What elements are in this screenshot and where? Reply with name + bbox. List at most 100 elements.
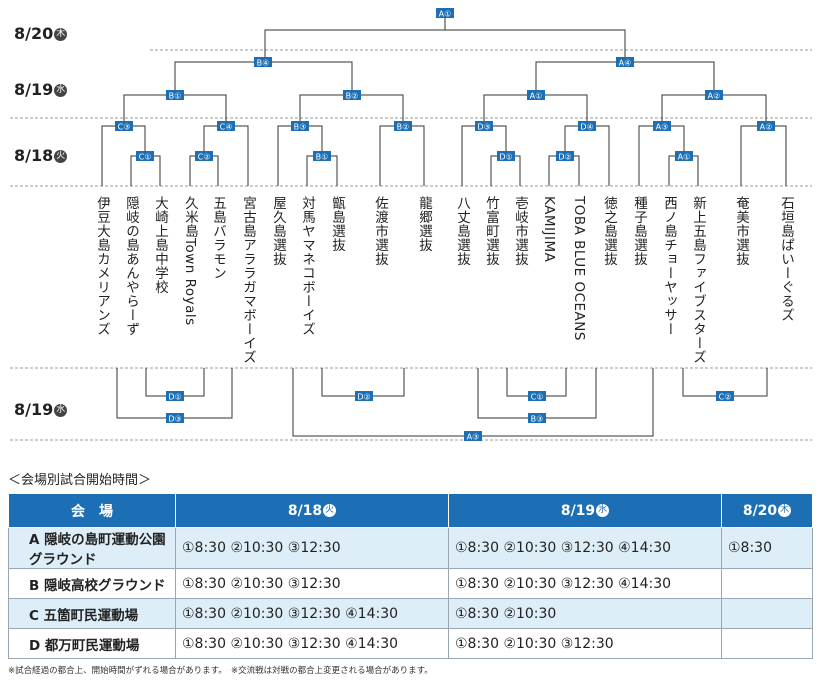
match-label: A① bbox=[436, 8, 454, 19]
match-label: B③ bbox=[528, 413, 546, 424]
svg-text:A②: A② bbox=[760, 123, 773, 132]
venue-cell: D 都万町民運動場 bbox=[8, 628, 176, 659]
match-label: A② bbox=[757, 121, 775, 132]
team-name: 龍郷選抜 bbox=[416, 196, 432, 252]
svg-text:A④: A④ bbox=[619, 59, 632, 68]
team-name: 伊豆大島カメリアンズ bbox=[94, 196, 110, 336]
match-label: A② bbox=[705, 90, 723, 101]
venue-header: 会 場 bbox=[8, 493, 176, 528]
team-name: 宮古島アララガマボーイズ bbox=[240, 196, 256, 364]
svg-text:D①: D① bbox=[499, 153, 512, 162]
svg-text:B②: B② bbox=[346, 92, 359, 101]
time-cell bbox=[721, 628, 813, 659]
match-label: B③ bbox=[291, 121, 309, 132]
match-label: B④ bbox=[254, 57, 272, 68]
team-name: 佐渡市選抜 bbox=[372, 196, 388, 266]
match-label: A④ bbox=[616, 57, 634, 68]
svg-text:C②: C② bbox=[719, 393, 732, 402]
venue-cell: C 五箇町民運動場 bbox=[8, 598, 176, 629]
bracket-line bbox=[740, 125, 787, 186]
match-label: D② bbox=[556, 151, 574, 162]
svg-text:C③: C③ bbox=[118, 123, 131, 132]
team-name: 屋久島選抜 bbox=[270, 196, 286, 266]
bracket-line bbox=[292, 368, 654, 437]
svg-text:D②: D② bbox=[357, 393, 370, 402]
tournament-bracket: A① B④ A④ B① B② A① A② C③ C④ B③ B② D③ D④ A③ A② C① C② B① D① D②… bbox=[10, 8, 812, 442]
time-cell: ①8:30 ②10:30 ③12:30 ④14:30 bbox=[448, 527, 722, 569]
match-label: D① bbox=[497, 151, 515, 162]
team-name: 奄美市選抜 bbox=[733, 196, 749, 266]
svg-text:B①: B① bbox=[316, 153, 329, 162]
team-name: 大崎上島中学校 bbox=[152, 196, 168, 294]
svg-text:A①: A① bbox=[530, 92, 543, 101]
bracket-line bbox=[379, 125, 425, 186]
match-label: B① bbox=[313, 151, 331, 162]
footnote: ※試合経過の都合上、開始時間がずれる場合があります。 ※交流戦は対戦の都合上変更… bbox=[8, 666, 433, 676]
svg-text:D③: D③ bbox=[168, 415, 181, 424]
team-name: KAMIJIMA bbox=[541, 196, 557, 263]
team-name: 徳之島選抜 bbox=[601, 196, 617, 266]
svg-text:B④: B④ bbox=[257, 59, 270, 68]
team-name: 久米島Town Royals bbox=[182, 196, 198, 326]
match-label: D② bbox=[355, 391, 373, 402]
time-cell: ①8:30 ②10:30 bbox=[448, 598, 722, 629]
match-label: C① bbox=[528, 391, 546, 402]
table-row: D 都万町民運動場 ①8:30 ②10:30 ③12:30 ④14:30 ①8:… bbox=[8, 628, 813, 659]
match-label: A③ bbox=[653, 121, 671, 132]
table-row: C 五箇町民運動場 ①8:30 ②10:30 ③12:30 ④14:30 ①8:… bbox=[8, 598, 813, 629]
time-cell: ①8:30 ②10:30 ③12:30 ④14:30 bbox=[175, 628, 449, 659]
svg-text:A①: A① bbox=[439, 10, 452, 19]
match-label: A① bbox=[527, 90, 545, 101]
match-label: C④ bbox=[217, 121, 235, 132]
team-name: 石垣島ぱいーぐるズ bbox=[778, 196, 794, 322]
match-label: A③ bbox=[464, 431, 482, 442]
match-label: A① bbox=[675, 151, 693, 162]
schedule-title: ＜会場別試合開始時間＞ bbox=[8, 473, 152, 488]
match-label: C① bbox=[136, 151, 154, 162]
svg-text:B③: B③ bbox=[531, 415, 544, 424]
match-label: B② bbox=[394, 121, 412, 132]
svg-text:C①: C① bbox=[139, 153, 152, 162]
time-cell: ①8:30 bbox=[721, 527, 813, 569]
table-row: A 隠岐の島町運動公園グラウンド ①8:30 ②10:30 ③12:30 ①8:… bbox=[8, 527, 813, 569]
team-name: 甑島選抜 bbox=[329, 196, 345, 252]
match-label: B② bbox=[343, 90, 361, 101]
match-label: C② bbox=[716, 391, 734, 402]
time-cell: ①8:30 ②10:30 ③12:30 ④14:30 bbox=[448, 568, 722, 599]
team-name: 五島バラモン bbox=[210, 196, 226, 280]
time-cell bbox=[721, 568, 813, 599]
time-cell: ①8:30 ②10:30 ③12:30 bbox=[448, 628, 722, 659]
bracket-line bbox=[264, 29, 626, 62]
svg-text:C①: C① bbox=[531, 393, 544, 402]
venue-cell: B 隠岐高校グラウンド bbox=[8, 568, 176, 599]
team-name: 隠岐の島あんやらーず bbox=[123, 196, 139, 336]
svg-text:C④: C④ bbox=[220, 123, 233, 132]
svg-text:C②: C② bbox=[198, 153, 211, 162]
time-cell: ①8:30 ②10:30 ③12:30 bbox=[175, 527, 449, 569]
match-label: D③ bbox=[475, 121, 493, 132]
match-label: D④ bbox=[578, 121, 596, 132]
svg-text:D③: D③ bbox=[477, 123, 490, 132]
svg-text:A②: A② bbox=[708, 92, 721, 101]
team-name: 八丈島選抜 bbox=[454, 196, 470, 266]
team-name: 新上五島ファイブスターズ bbox=[690, 196, 706, 364]
time-cell: ①8:30 ②10:30 ③12:30 ④14:30 bbox=[175, 598, 449, 629]
team-name: 西ノ島チョーヤッサー bbox=[661, 196, 677, 336]
svg-text:D①: D① bbox=[168, 393, 181, 402]
match-label: D③ bbox=[166, 413, 184, 424]
svg-text:D②: D② bbox=[558, 153, 571, 162]
table-row: B 隠岐高校グラウンド ①8:30 ②10:30 ③12:30 ①8:30 ②1… bbox=[8, 568, 813, 599]
svg-text:B①: B① bbox=[169, 92, 182, 101]
svg-text:B③: B③ bbox=[294, 123, 307, 132]
svg-text:A③: A③ bbox=[656, 123, 669, 132]
match-label: B① bbox=[166, 90, 184, 101]
match-label: C② bbox=[195, 151, 213, 162]
venue-cell: A 隠岐の島町運動公園グラウンド bbox=[8, 527, 176, 569]
